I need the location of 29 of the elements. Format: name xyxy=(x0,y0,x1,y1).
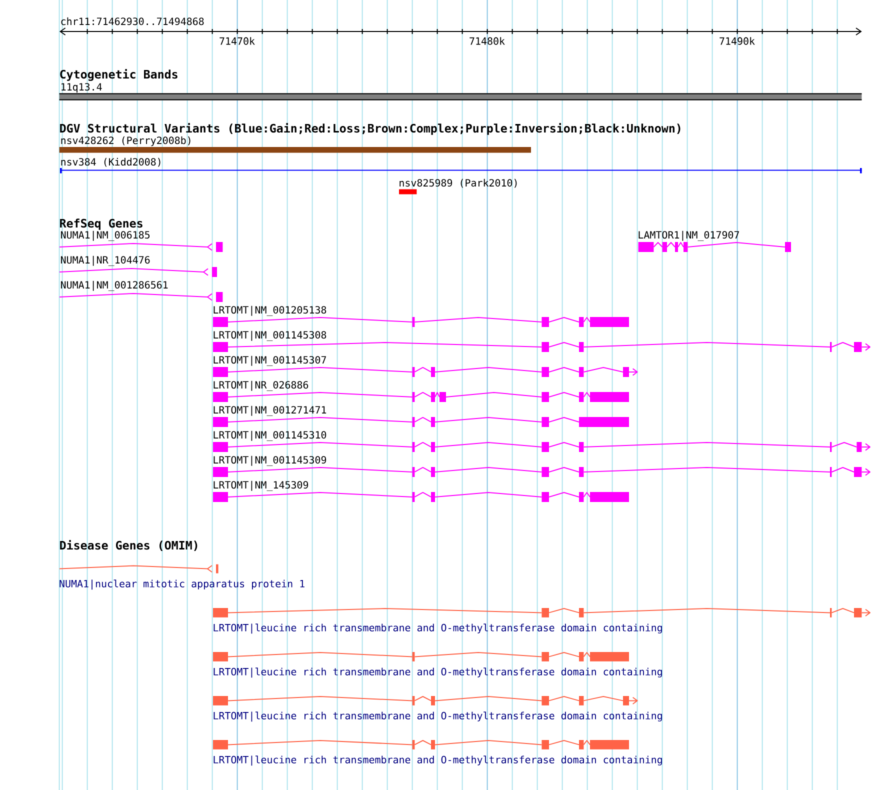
gene-description: LRTOMT|leucine rich transmembrane and O-methyltransferase domain containing xyxy=(214,756,662,766)
variant-label: nsv384 (Kidd2008) xyxy=(61,158,160,167)
gene-description: LRTOMT|leucine rich transmembrane and O-methyltransferase domain containing xyxy=(214,668,662,678)
tick-label: 71470k xyxy=(220,37,255,45)
band-label: 11q13.4 xyxy=(62,83,102,93)
transcript-label: LRTOMT|NM_001145310 xyxy=(214,430,326,441)
gene-description: LRTOMT|leucine rich transmembrane and O-methyltransferase domain containing xyxy=(214,624,662,634)
transcript-label: NUMA1|NM_001286561 xyxy=(60,280,168,291)
transcript-label: LRTOMT|NR_026886 xyxy=(214,380,308,391)
transcript-label: LRTOMT|NM_001145309 xyxy=(214,456,326,466)
track-title: Disease Genes (OMIM) xyxy=(60,540,198,552)
track-title: Cytogenetic Bands xyxy=(60,69,178,81)
track-title: DGV Structural Variants (Blue:Gain;Red:Loss;Brown:Complex;Purple:Inversion;Black:Unknown) xyxy=(60,123,680,135)
transcript-label: LRTOMT|NM_145309 xyxy=(214,480,308,491)
transcript-label: LRTOMT|NM_001145308 xyxy=(214,330,326,341)
transcript-label: LRTOMT|NM_001145307 xyxy=(214,356,326,366)
track-title: RefSeq Genes xyxy=(60,218,142,230)
tick-label: 71480k xyxy=(470,37,505,45)
gene-description: LRTOMT|leucine rich transmembrane and O-methyltransferase domain containing xyxy=(214,712,662,722)
tick-label: 71490k xyxy=(720,37,755,45)
transcript-label: NUMA1|NR_104476 xyxy=(60,256,150,266)
variant-label: nsv428262 (Perry2008b) xyxy=(61,136,190,146)
region-label: chr11:71462930..71494868 xyxy=(61,17,204,26)
transcript-label: NUMA1|NM_006185 xyxy=(60,230,150,241)
gene-description: NUMA1|nuclear mitotic apparatus protein 1 xyxy=(60,580,304,590)
transcript-label: LAMTOR1|NM_017907 xyxy=(638,230,739,241)
transcript-label: LRTOMT|NM_001271471 xyxy=(214,406,326,416)
variant-label: nsv825989 (Park2010) xyxy=(400,178,517,188)
transcript-label: LRTOMT|NM_001205138 xyxy=(214,306,326,316)
